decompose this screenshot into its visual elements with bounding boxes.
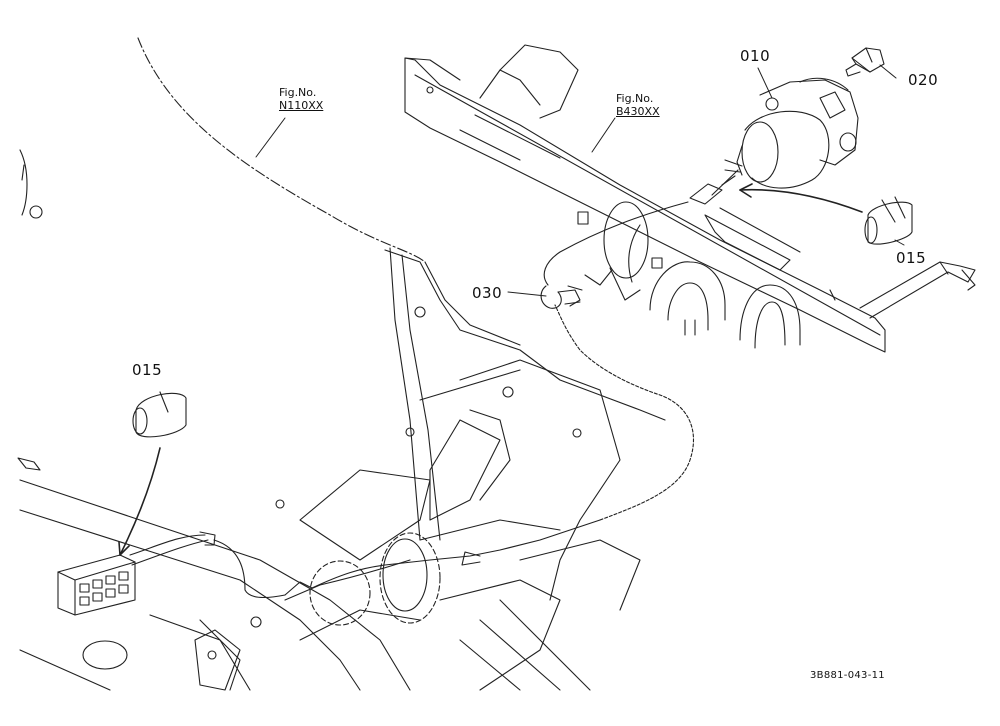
- fig-ref-b430-title: Fig.No.: [616, 92, 654, 105]
- wire-guides: [584, 201, 801, 349]
- leader-b430: [591, 117, 616, 153]
- leader-020: [879, 64, 897, 79]
- wiring-harness: [129, 304, 694, 626]
- wire-clip: [540, 285, 583, 309]
- chassis-frame: [17, 247, 666, 691]
- linkage-arm: [859, 261, 976, 319]
- callout-015-left: 015: [132, 361, 163, 379]
- leader-030: [507, 291, 547, 297]
- fig-ref-b430-number: B430XX: [616, 105, 660, 118]
- multi-pin-connector: [57, 554, 136, 616]
- tube-sleeve-right: [864, 196, 913, 245]
- callout-015-right: 015: [896, 249, 927, 267]
- callout-030: 030: [472, 284, 503, 302]
- fig-ref-b430: Fig.No. B430XX: [616, 92, 660, 118]
- drawing-code: 3B881-043-11: [810, 670, 885, 681]
- callout-010: 010: [740, 47, 771, 65]
- frame-edge-fragment: [19, 149, 43, 219]
- tube-sleeve-left: [132, 391, 187, 438]
- fig-ref-n110-title: Fig.No.: [279, 86, 317, 99]
- arrow-sleeve-right: [739, 188, 863, 213]
- leader-n110: [255, 117, 286, 158]
- leader-010: [757, 67, 773, 99]
- frame-boundary-line: [137, 37, 426, 263]
- callout-020: 020: [908, 71, 939, 89]
- fig-ref-n110-number: N110XX: [279, 99, 324, 112]
- arrow-sleeve-left: [119, 447, 161, 556]
- stop-solenoid: [724, 77, 859, 189]
- mounting-bracket: [404, 44, 886, 353]
- assembly-arrows: [118, 183, 863, 556]
- leader-015-right: [894, 239, 905, 246]
- fig-ref-n110: Fig.No. N110XX: [279, 86, 323, 112]
- leader-lines: [255, 64, 905, 297]
- bolt: [845, 47, 885, 77]
- solenoid-connector: [543, 169, 739, 286]
